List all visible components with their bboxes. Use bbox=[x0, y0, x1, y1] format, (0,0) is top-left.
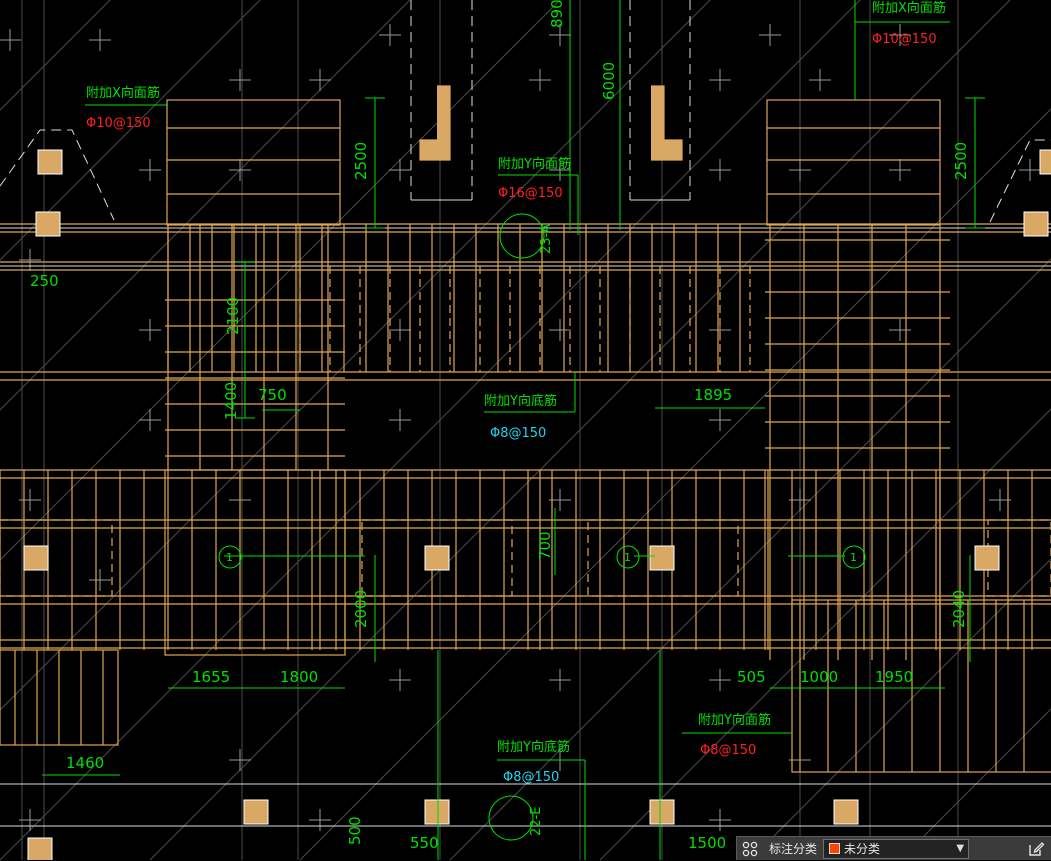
annotation-title-1: 附加X向面筋 bbox=[86, 85, 160, 101]
column-5 bbox=[424, 545, 450, 571]
annotation-category-select[interactable]: 未分类 ▼ bbox=[823, 838, 970, 859]
column-0 bbox=[37, 149, 63, 175]
dim-text-13: 1800 bbox=[280, 668, 318, 686]
annotation-spec-4: Φ8@150 bbox=[700, 743, 756, 758]
snap-crosshairs bbox=[0, 24, 1041, 831]
slab-edge-lines bbox=[0, 0, 1051, 827]
annotation-spec-3: Φ8@150 bbox=[490, 426, 546, 441]
dim-text-16: 1950 bbox=[875, 668, 913, 686]
triangle-down-icon[interactable]: ▼ bbox=[956, 842, 965, 854]
axis-bubble-label-1: 1 bbox=[226, 551, 233, 564]
annotation-spec-2: Φ16@150 bbox=[498, 186, 563, 201]
annotation-title-4: 附加Y向面筋 bbox=[698, 712, 771, 728]
dim-text-1: 6000 bbox=[600, 62, 618, 100]
dim-text-18: 500 bbox=[346, 816, 364, 845]
dim-text-3: 2500 bbox=[952, 142, 970, 180]
grid-apps-icon[interactable] bbox=[737, 837, 763, 861]
dim-text-8: 1895 bbox=[694, 386, 732, 404]
dim-text-12: 1655 bbox=[192, 668, 230, 686]
axis-bubble-label-3: 1 bbox=[850, 551, 857, 564]
dim-text-9: 700 bbox=[536, 531, 554, 560]
annotation-spec-1: Φ10@150 bbox=[86, 116, 151, 131]
annotation-title-0: 附加X向面筋 bbox=[872, 0, 946, 16]
column-3 bbox=[1023, 211, 1049, 237]
text-layer: 8900 6000 2500 2500 250 2100 750 1400 1895 700 200… bbox=[30, 0, 970, 852]
dim-text-6: 750 bbox=[258, 386, 287, 404]
annotation-title-3: 附加Y向底筋 bbox=[484, 393, 557, 409]
annotation-category-label: 标注分类 bbox=[769, 842, 818, 856]
dim-text-14: 505 bbox=[737, 668, 766, 686]
dim-text-7: 1400 bbox=[222, 382, 240, 420]
dimension-lines bbox=[42, 0, 985, 860]
dim-text-11: 2040 bbox=[950, 590, 968, 628]
column-9 bbox=[424, 799, 450, 825]
dim-text-19: 550 bbox=[410, 834, 439, 852]
column-1 bbox=[35, 211, 61, 237]
axis-bubble-label-2: 1 bbox=[624, 551, 631, 564]
column-11 bbox=[833, 799, 859, 825]
annotation-title-2: 附加Y向面筋 bbox=[498, 156, 571, 172]
dim-text-17: 1460 bbox=[66, 754, 104, 772]
columns bbox=[23, 86, 1051, 860]
column-8 bbox=[243, 799, 269, 825]
column-2 bbox=[1039, 149, 1051, 175]
column-top-a bbox=[420, 86, 450, 160]
column-10 bbox=[649, 799, 675, 825]
dim-text-5: 2100 bbox=[224, 297, 242, 335]
axis-bubble-4 bbox=[488, 795, 534, 841]
axis-bubble-3 bbox=[842, 545, 866, 569]
axis-bubble-0 bbox=[499, 213, 545, 259]
annotation-spec-0: Φ10@150 bbox=[872, 32, 937, 47]
dim-text-20: 1500 bbox=[688, 834, 726, 852]
column-top-b bbox=[651, 86, 682, 160]
column-12 bbox=[27, 837, 53, 860]
dim-text-0: 8900 bbox=[548, 0, 566, 28]
axis-bubble-2 bbox=[616, 545, 640, 569]
axis-bubble-label-4: 22-E bbox=[529, 807, 544, 836]
dim-text-10: 2000 bbox=[352, 590, 370, 628]
dim-text-15: 1000 bbox=[800, 668, 838, 686]
dim-text-4: 250 bbox=[30, 272, 59, 290]
beam-outlines bbox=[0, 85, 1051, 773]
axis-bubble-label-0: 23-A bbox=[539, 224, 554, 254]
column-4 bbox=[23, 545, 49, 571]
annotation-toolbar: 标注分类 未分类 ▼ bbox=[736, 836, 1051, 860]
column-7 bbox=[974, 545, 1000, 571]
edit-note-icon[interactable] bbox=[1021, 837, 1051, 861]
category-select-value: 未分类 bbox=[844, 842, 881, 856]
annotation-spec-5: Φ8@150 bbox=[503, 770, 559, 785]
annotation-title-5: 附加Y向底筋 bbox=[497, 739, 570, 755]
axis-bubble-1 bbox=[218, 545, 242, 569]
column-6 bbox=[649, 545, 675, 571]
category-color-swatch bbox=[829, 843, 841, 854]
dim-text-2: 2500 bbox=[352, 142, 370, 180]
